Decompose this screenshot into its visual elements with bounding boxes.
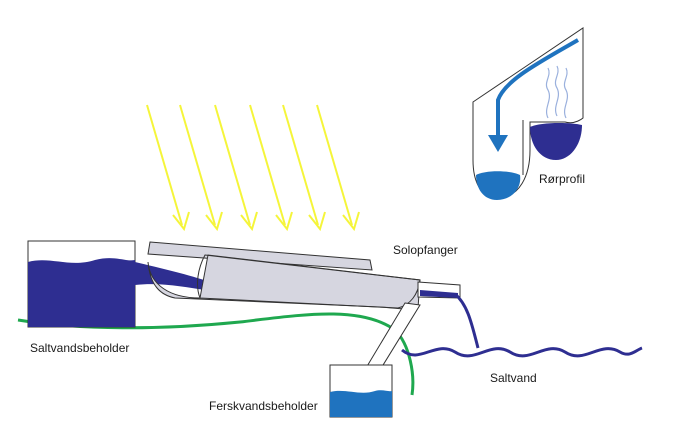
label-saltwater: Saltvand <box>490 371 537 385</box>
freshwater-down-pipe <box>365 302 421 371</box>
sun-ray <box>214 104 258 232</box>
label-freshwater-tank: Ferskvandsbeholder <box>209 399 318 413</box>
vapor-icon <box>545 65 569 119</box>
salt-water-outflow <box>453 292 480 349</box>
vapor-wisp <box>545 67 551 119</box>
freshwater-tank <box>329 364 393 418</box>
saltwater-tank <box>27 240 136 328</box>
collector-back-plate <box>147 241 373 271</box>
sun-ray <box>179 104 223 232</box>
arrow-down-icon <box>488 38 580 152</box>
label-saltwater-tank: Saltvandsbeholder <box>30 341 129 355</box>
outlet-pipe <box>417 281 461 299</box>
salt-water-channel <box>135 262 210 290</box>
label-solar-collector: Solopfanger <box>393 243 458 257</box>
tube-profile <box>472 27 584 200</box>
sun-ray <box>249 104 293 232</box>
sun-ray <box>282 104 326 232</box>
label-tube-profile: Rørprofil <box>539 172 585 186</box>
sun-ray <box>146 104 190 232</box>
vapor-wisp <box>563 67 569 119</box>
vapor-wisp <box>554 65 560 117</box>
saltwater-wave <box>401 346 643 358</box>
sun-rays-icon <box>146 104 360 232</box>
sun-ray <box>316 104 360 232</box>
